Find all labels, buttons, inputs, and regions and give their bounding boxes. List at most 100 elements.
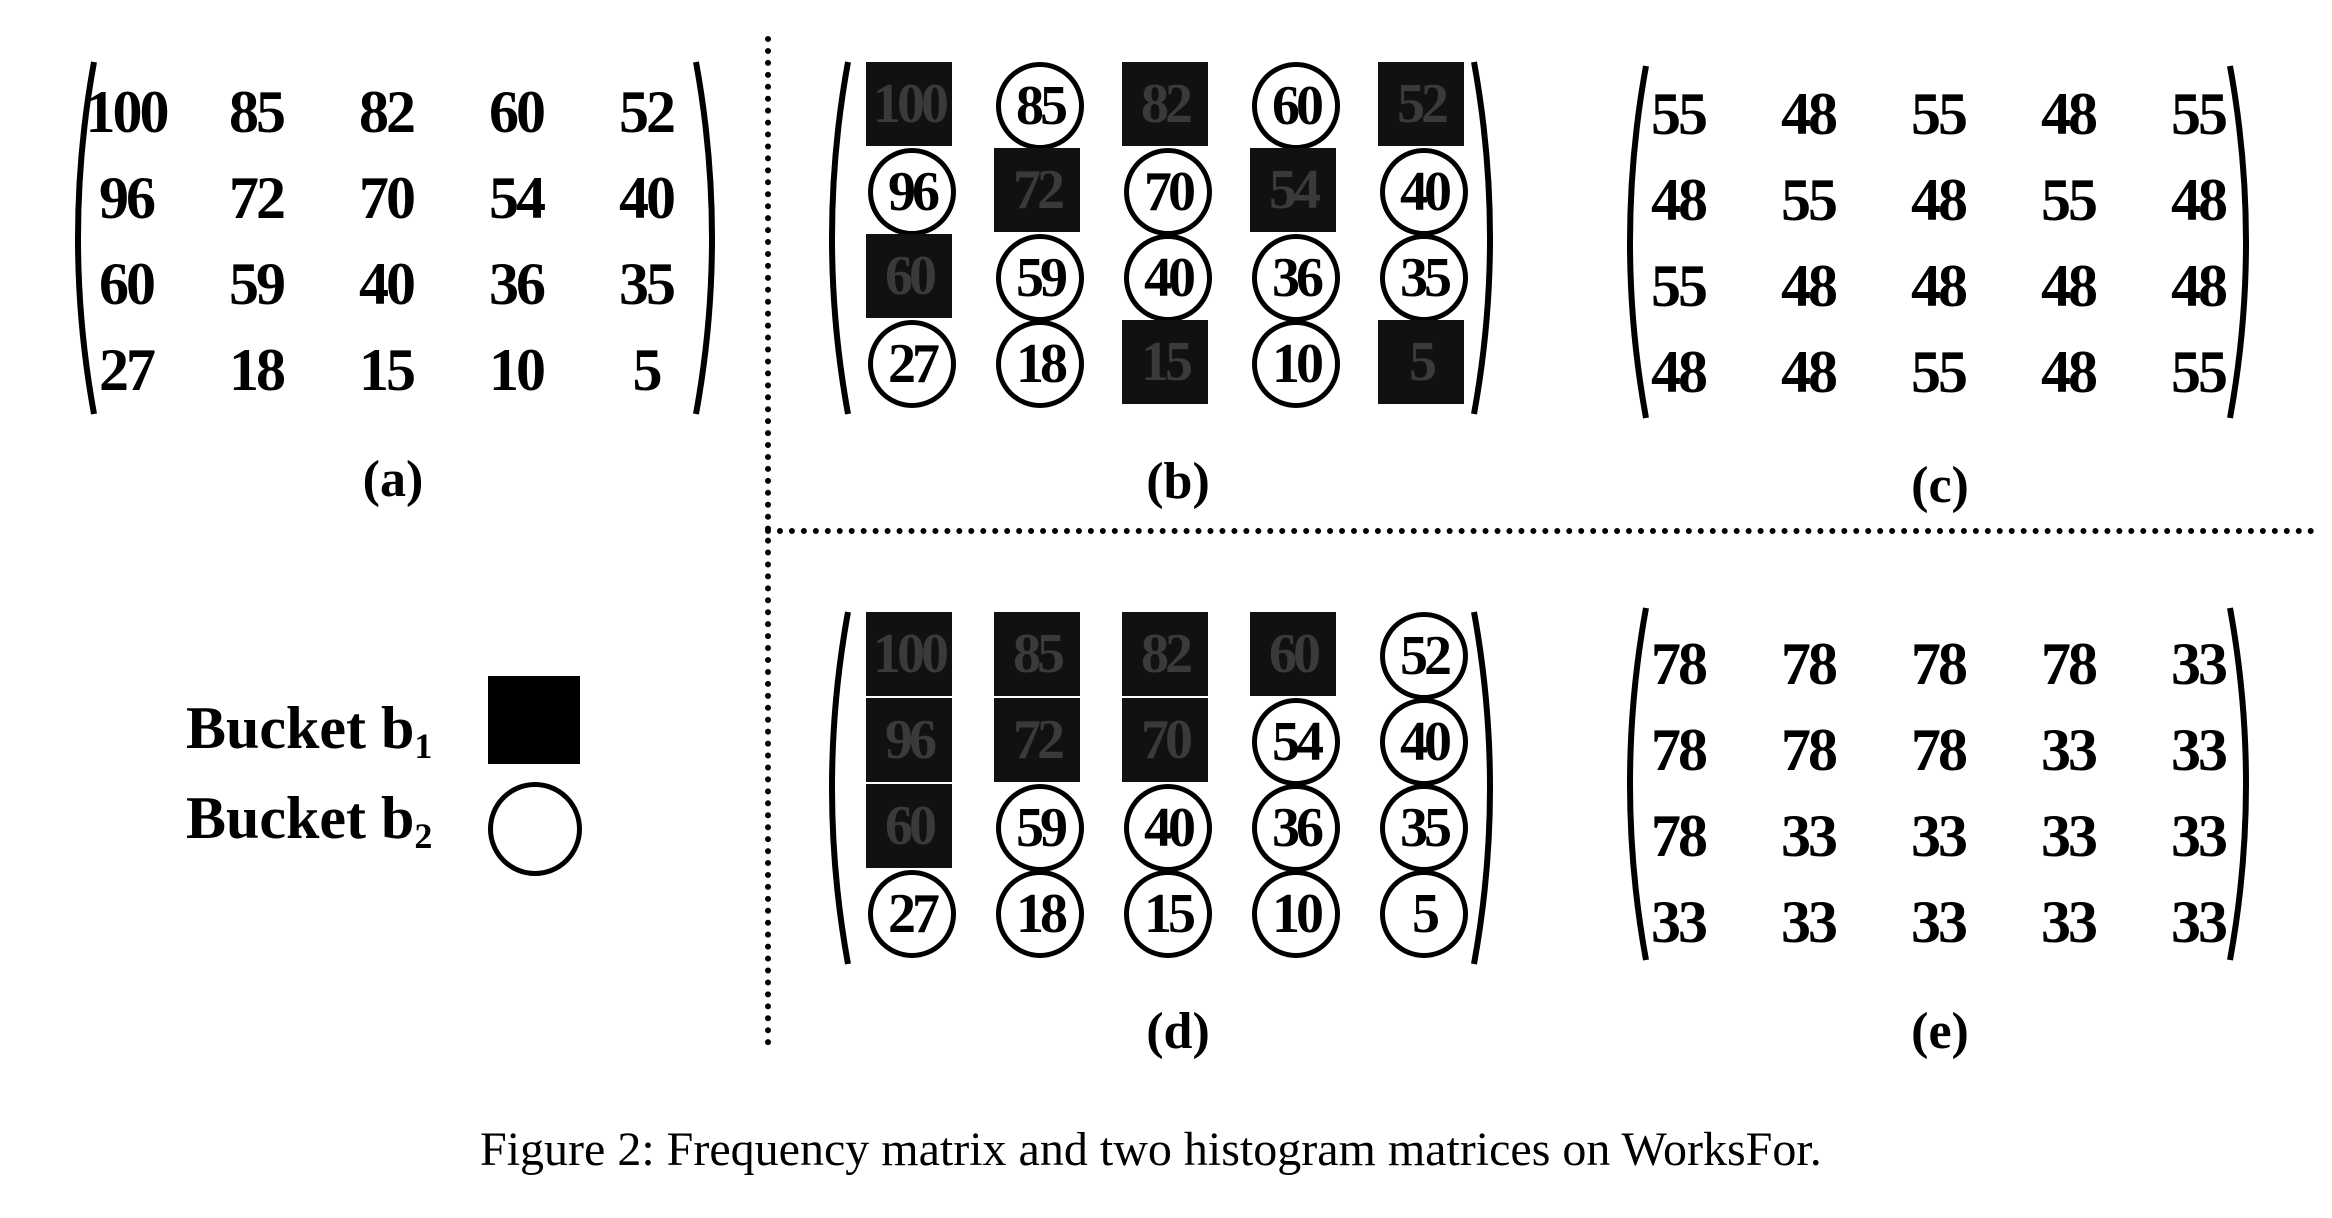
matrix-cell: 55 — [1781, 167, 1838, 233]
matrix-cell: 36 — [489, 251, 546, 317]
bucket-b2-cell: 35 — [1380, 784, 1468, 872]
bucket-b2-cell: 36 — [1252, 234, 1340, 322]
bucket-b2-cell: 54 — [1252, 698, 1340, 786]
matrix-cell: 48 — [2171, 167, 2228, 233]
matrix-cell: 55 — [1651, 81, 1708, 147]
right-bracket — [1466, 608, 1510, 968]
bucket-b1-cell: 100 — [866, 612, 952, 696]
bucket-b1-cell: 52 — [1378, 62, 1464, 146]
bucket-b1-cell: 15 — [1122, 320, 1208, 404]
figure-caption: Figure 2: Frequency matrix and two histo… — [480, 1123, 1822, 1176]
matrix-cell: 78 — [1911, 631, 1968, 697]
matrix-cell: 78 — [1651, 717, 1708, 783]
matrix-cell: 55 — [1911, 81, 1968, 147]
bucket-b2-cell: 10 — [1252, 320, 1340, 408]
matrix-cell: 55 — [1651, 253, 1708, 319]
bucket-b2-cell: 85 — [996, 62, 1084, 150]
legend-b1-square-icon — [488, 676, 580, 764]
matrix-cell: 33 — [1781, 889, 1838, 955]
bucket-b1-cell: 70 — [1122, 698, 1208, 782]
panel-label: (c) — [1911, 457, 1969, 514]
matrix-cell: 60 — [489, 79, 546, 145]
panel-label: (a) — [362, 451, 424, 508]
matrix-cell: 78 — [1651, 803, 1708, 869]
matrix-cell: 33 — [2041, 717, 2098, 783]
bucket-b1-cell: 5 — [1378, 320, 1464, 404]
matrix-cell: 48 — [2041, 81, 2098, 147]
bucket-b2-cell: 27 — [868, 870, 956, 958]
left-bracket — [812, 58, 856, 418]
matrix-cell: 15 — [359, 337, 416, 403]
bucket-b2-cell: 60 — [1252, 62, 1340, 150]
panel-label: (e) — [1911, 1003, 1969, 1060]
matrix-cell: 48 — [1781, 253, 1838, 319]
bucket-b2-cell: 59 — [996, 784, 1084, 872]
bucket-b1-cell: 60 — [866, 234, 952, 318]
matrix-cell: 33 — [2041, 889, 2098, 955]
bucket-b1-cell: 72 — [994, 698, 1080, 782]
matrix-cell: 70 — [359, 165, 416, 231]
matrix-cell: 5 — [632, 337, 663, 403]
bucket-b2-cell: 18 — [996, 320, 1084, 408]
matrix-cell: 48 — [1651, 167, 1708, 233]
matrix-cell: 33 — [1911, 889, 1968, 955]
legend-b2-circle-icon — [488, 782, 582, 876]
matrix-cell: 78 — [1781, 631, 1838, 697]
bucket-b1-cell: 85 — [994, 612, 1080, 696]
bucket-b1-cell: 96 — [866, 698, 952, 782]
matrix-cell: 82 — [359, 79, 416, 145]
matrix-cell: 59 — [229, 251, 286, 317]
right-bracket — [1466, 58, 1510, 418]
matrix-cell: 33 — [2171, 631, 2228, 697]
matrix-cell: 48 — [1781, 339, 1838, 405]
matrix-cell: 48 — [2041, 253, 2098, 319]
right-bracket — [2222, 604, 2266, 964]
matrix-cell: 48 — [2041, 339, 2098, 405]
bucket-b1-cell: 60 — [1250, 612, 1336, 696]
right-bracket — [688, 58, 732, 418]
bucket-b1-cell: 54 — [1250, 148, 1336, 232]
bucket-b2-cell: 96 — [868, 148, 956, 236]
bucket-b2-cell: 70 — [1124, 148, 1212, 236]
bucket-b2-cell: 10 — [1252, 870, 1340, 958]
left-bracket — [812, 608, 856, 968]
matrix-cell: 48 — [1911, 253, 1968, 319]
matrix-cell: 85 — [229, 79, 286, 145]
matrix-cell: 78 — [2041, 631, 2098, 697]
matrix-cell: 78 — [1781, 717, 1838, 783]
bucket-b2-cell: 15 — [1124, 870, 1212, 958]
matrix-cell: 55 — [2041, 167, 2098, 233]
bucket-b2-cell: 18 — [996, 870, 1084, 958]
matrix-cell: 100 — [85, 79, 170, 145]
matrix-cell: 35 — [619, 251, 676, 317]
matrix-cell: 54 — [489, 165, 546, 231]
right-bracket — [2222, 62, 2266, 422]
bucket-b1-cell: 100 — [866, 62, 952, 146]
matrix-cell: 27 — [99, 337, 156, 403]
matrix-cell: 33 — [2171, 889, 2228, 955]
horizontal-divider — [765, 528, 2315, 534]
matrix-cell: 33 — [2041, 803, 2098, 869]
matrix-cell: 40 — [619, 165, 676, 231]
bucket-b2-cell: 36 — [1252, 784, 1340, 872]
matrix-cell: 55 — [1911, 339, 1968, 405]
bucket-b2-cell: 59 — [996, 234, 1084, 322]
left-bracket — [1610, 62, 1654, 422]
bucket-b1-cell: 82 — [1122, 62, 1208, 146]
vertical-divider — [765, 36, 771, 1046]
bucket-b2-cell: 40 — [1124, 784, 1212, 872]
matrix-cell: 33 — [2171, 717, 2228, 783]
matrix-cell: 48 — [1651, 339, 1708, 405]
legend-b2-label: Bucket b2 — [186, 785, 433, 856]
bucket-b2-cell: 52 — [1380, 612, 1468, 700]
matrix-cell: 48 — [1781, 81, 1838, 147]
panel-label: (b) — [1146, 453, 1210, 510]
bucket-b1-cell: 60 — [866, 784, 952, 868]
bucket-b2-cell: 27 — [868, 320, 956, 408]
matrix-cell: 96 — [99, 165, 156, 231]
matrix-cell: 48 — [1911, 167, 1968, 233]
matrix-cell: 33 — [1781, 803, 1838, 869]
bucket-b2-cell: 40 — [1124, 234, 1212, 322]
matrix-cell: 72 — [229, 165, 286, 231]
matrix-cell: 10 — [489, 337, 546, 403]
